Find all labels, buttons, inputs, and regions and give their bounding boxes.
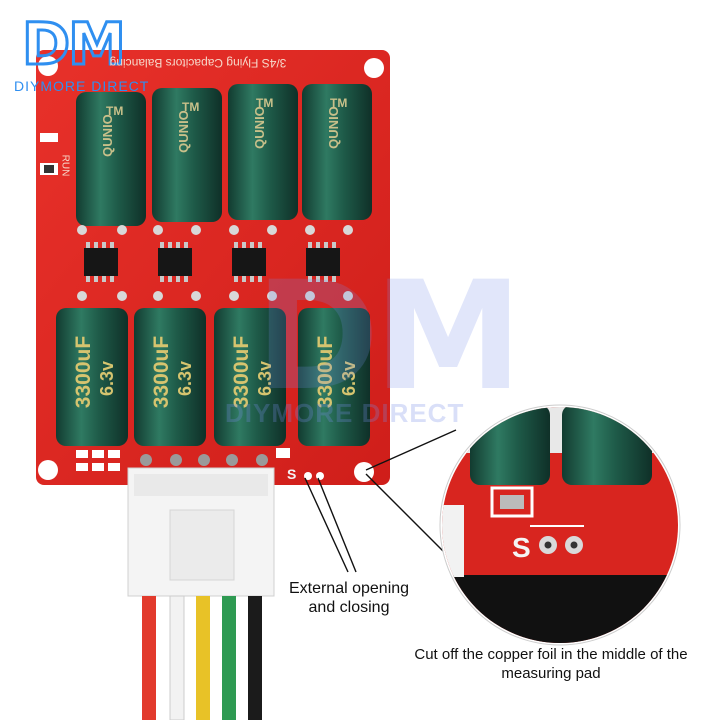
logo-mark: DM [21, 10, 128, 78]
cap-brand: QUNIO [325, 106, 341, 149]
callout-lines [304, 429, 457, 573]
cap-mark: TM [182, 100, 200, 114]
cap-mark: TM [106, 104, 124, 118]
cap-brand: QUNIO [251, 106, 267, 149]
pcb-title: 3/4S Flying Capacitors Balancing [109, 56, 287, 70]
zoom-detail [439, 404, 681, 646]
cap-value: 3300uF [72, 335, 96, 409]
cap-mark: TM [256, 96, 274, 110]
solder-pads [76, 448, 324, 480]
watermark-text: DIYMORE DIRECT [225, 398, 465, 428]
brand-logo: DM DIYMORE DIRECT [14, 10, 164, 104]
caption-opening: External opening and closing [288, 580, 410, 616]
cap-mark: TM [330, 96, 348, 110]
mount-hole [38, 56, 58, 76]
jst-connector [127, 454, 275, 597]
cap-brand: QUNIO [99, 114, 115, 157]
caption-copper: Cut off the copper foil in the middle of… [414, 646, 688, 682]
run-label: RUN [59, 154, 71, 177]
top-capacitors [76, 84, 372, 226]
cap-brand: QUNIO [175, 110, 191, 153]
pad-label: S [287, 466, 297, 482]
logo-text: DIYMORE DIRECT [14, 78, 150, 94]
wires [142, 595, 262, 721]
cap-voltage: 6.3v [175, 360, 196, 397]
cap-value: 3300uF [150, 335, 174, 409]
cap-voltage: 6.3v [97, 360, 118, 397]
mount-hole [38, 460, 58, 480]
mount-hole [364, 58, 384, 78]
bottom-capacitors [56, 308, 370, 446]
watermark-mark: DM [255, 250, 523, 424]
zoom-pad-label: S [512, 532, 531, 563]
ic-chips [77, 225, 353, 301]
